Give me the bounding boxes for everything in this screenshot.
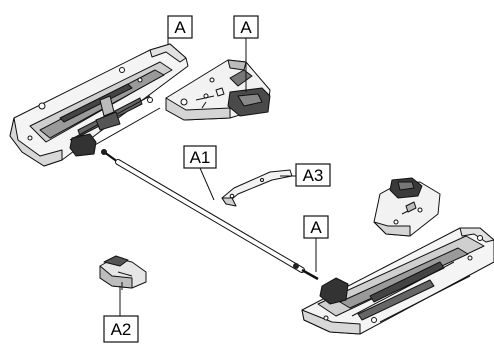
callout-small-part: A2 bbox=[103, 315, 139, 343]
label-small-part: A2 bbox=[111, 320, 132, 339]
runner-left bbox=[9, 43, 189, 167]
bracket bbox=[221, 169, 293, 207]
callout-bracket: A3 bbox=[295, 163, 331, 187]
callout-clip-top: A bbox=[233, 15, 259, 39]
rod bbox=[115, 159, 319, 281]
label-runner-left: A bbox=[174, 18, 186, 37]
runner-right bbox=[301, 227, 494, 335]
clip-right bbox=[373, 177, 441, 237]
small-part bbox=[99, 255, 147, 290]
callout-rod: A1 bbox=[183, 145, 217, 169]
callout-runner-right: A bbox=[303, 215, 329, 239]
label-bracket: A3 bbox=[303, 166, 324, 185]
label-rod: A1 bbox=[190, 148, 211, 167]
callout-runner-left: A bbox=[167, 15, 193, 39]
label-clip-top: A bbox=[240, 18, 252, 37]
label-runner-right: A bbox=[310, 218, 322, 237]
